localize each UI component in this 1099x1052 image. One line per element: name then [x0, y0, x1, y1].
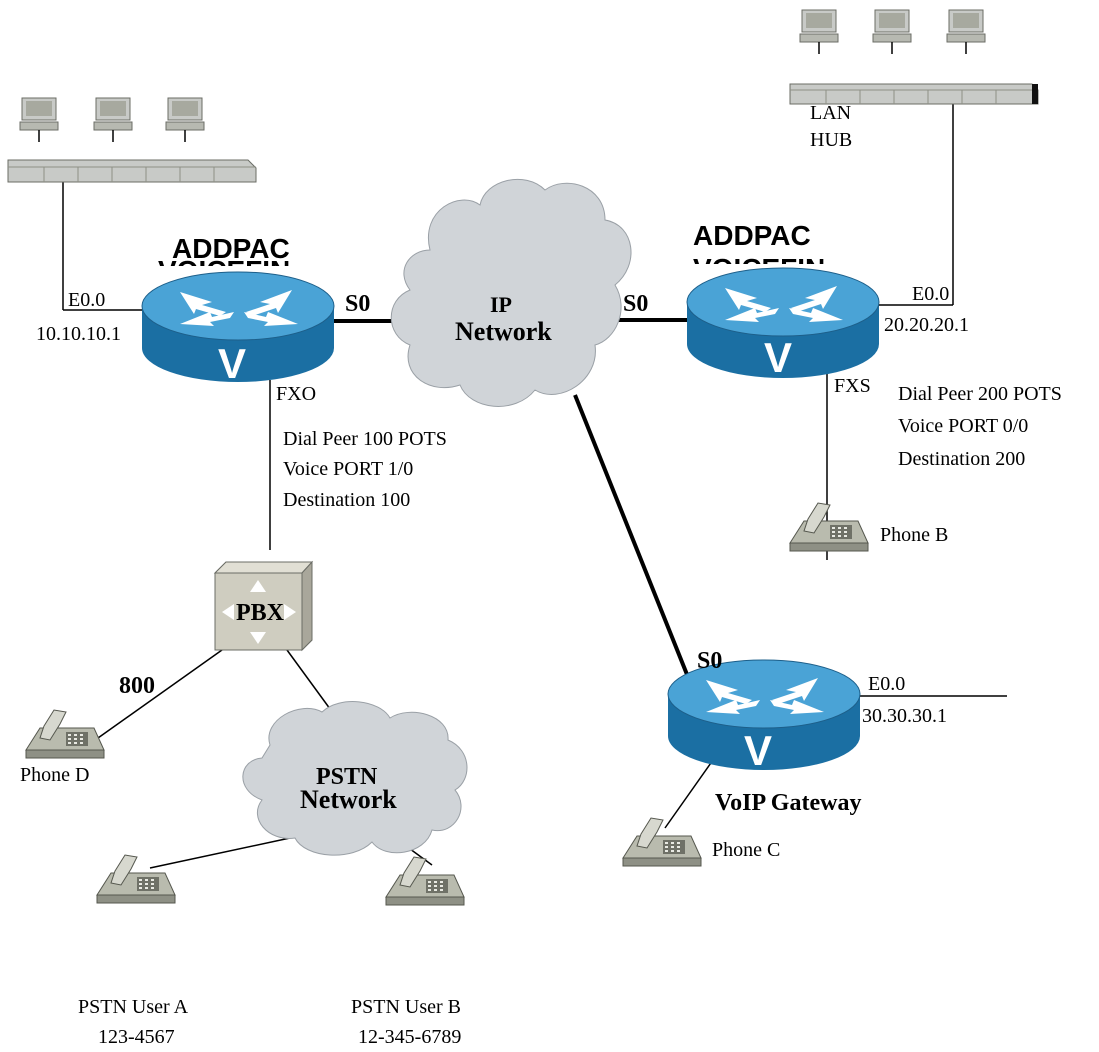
gateway-port-e: E0.0 [868, 673, 905, 695]
pstn-cloud-line2: Network [300, 785, 397, 814]
left-router-dial-peer: Dial Peer 100 POTS [283, 428, 447, 450]
phone-c-label: Phone C [712, 839, 780, 861]
right-lan-hub: LAN HUB [789, 9, 1039, 151]
phone-b-label: Phone B [880, 524, 948, 546]
left-router-destination: Destination 100 [283, 489, 410, 511]
phone-c: Phone C [622, 817, 780, 867]
user-a-name: PSTN User A [78, 996, 189, 1018]
right-router-title: ADDPAC [693, 220, 811, 251]
phone-d: Phone D [20, 709, 105, 786]
lan-hub-label-line2: HUB [810, 129, 852, 151]
right-router-destination: Destination 200 [898, 448, 1025, 470]
user-b-name: PSTN User B [351, 996, 461, 1018]
left-router-port-e: E0.0 [68, 289, 105, 311]
left-router-ip: 10.10.10.1 [36, 323, 121, 345]
pbx: PBX 800 [119, 560, 314, 699]
pstn-cloud-line1: PSTN [316, 764, 378, 790]
left-router-title: ADDPAC [172, 233, 290, 264]
lan-hub-label-line1: LAN [810, 102, 851, 124]
pstn-user-a: PSTN User A 123-4567 [78, 854, 189, 1048]
phone-d-label: Phone D [20, 764, 89, 786]
right-router: ADDPAC VOICEFIN V E0.0 20.20.20.1 S0 FXS… [623, 220, 1062, 470]
pstn-network-cloud: PSTN Network [242, 701, 468, 856]
right-router-ip: 20.20.20.1 [884, 314, 969, 336]
left-router: ADDPAC VOICEFIN V E0.0 10.10.10.1 S0 FXO… [36, 233, 447, 511]
pbx-label: PBX [236, 600, 285, 626]
pbx-trunk-label: 800 [119, 673, 155, 699]
gateway-serial: S0 [697, 648, 722, 674]
gateway-router-glyph: V [744, 727, 772, 774]
pstn-user-b: PSTN User B 12-345-6789 [351, 856, 465, 1048]
right-router-voice-port: Voice PORT 0/0 [898, 415, 1028, 437]
gateway-ip: 30.30.30.1 [862, 705, 947, 727]
gateway-label: VoIP Gateway [715, 790, 861, 816]
left-router-voice-port: Voice PORT 1/0 [283, 458, 413, 480]
left-router-serial: S0 [345, 291, 370, 317]
links [62, 104, 1007, 869]
right-router-glyph: V [764, 334, 792, 381]
right-router-dial-peer: Dial Peer 200 POTS [898, 383, 1062, 405]
ip-network-cloud: IP Network [390, 178, 632, 407]
left-router-glyph: V [218, 340, 246, 387]
right-router-port-fxs: FXS [834, 375, 871, 397]
right-router-serial: S0 [623, 291, 648, 317]
left-router-port-fxo: FXO [276, 383, 316, 405]
user-b-number: 12-345-6789 [358, 1026, 461, 1048]
left-lan-hub [7, 97, 257, 183]
right-router-port-e: E0.0 [912, 283, 949, 305]
voip-gateway-router: V S0 E0.0 30.30.30.1 VoIP Gateway [667, 648, 947, 816]
ip-cloud-line1: IP [490, 292, 512, 317]
ip-cloud-line2: Network [455, 317, 552, 346]
user-a-number: 123-4567 [98, 1026, 175, 1048]
phone-b: Phone B [789, 502, 948, 552]
